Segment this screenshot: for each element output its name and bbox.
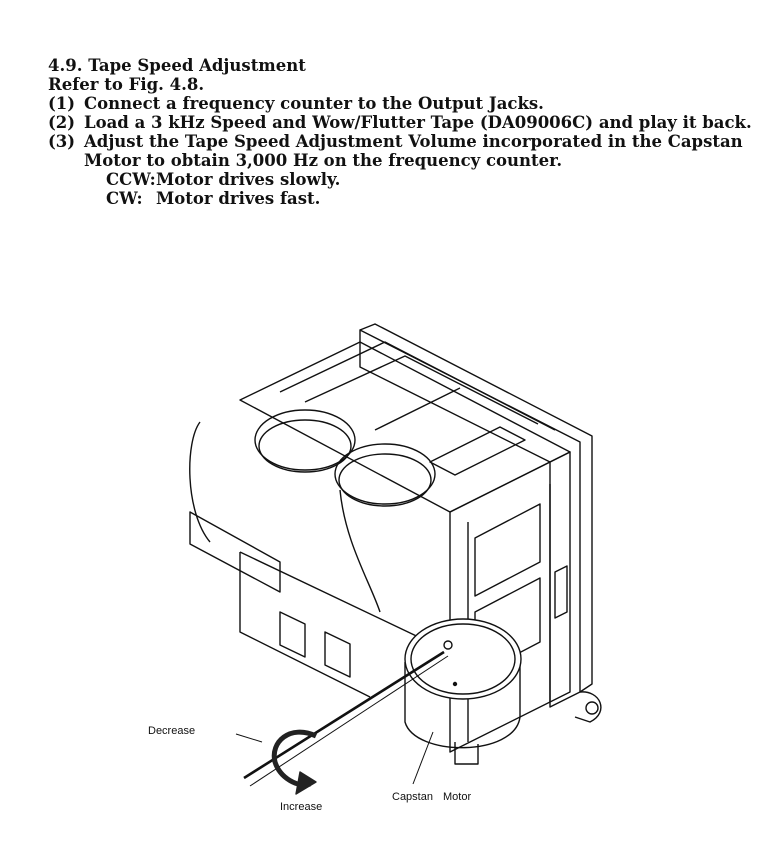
panel-window [474,503,541,597]
mechanism-figure: Decrease Increase Capstan Motor [130,312,660,822]
direction-cw: CW: Motor drives fast. [106,189,768,208]
lower-plate [189,511,281,593]
chassis-top [239,341,571,513]
tape-reel-rim [258,419,352,473]
increase-label: Increase [280,801,322,813]
direction-key: CW: [106,189,143,208]
leader-capstan [412,731,434,785]
capstan-motor-rim [410,623,516,695]
base-cutout [279,611,306,658]
frame-back-plate [359,329,581,708]
capstan-label: Capstan [392,791,433,803]
chassis-bracket [429,426,526,476]
base-cutout [324,631,351,678]
direction-key: CCW: [106,170,156,189]
step-text: Connect a frequency counter to the Outpu… [84,94,544,113]
step-item: (1) Connect a frequency counter to the O… [48,94,768,113]
direction-text: Motor drives fast. [156,189,321,208]
base-edge [239,552,371,698]
step-number: (3) [48,132,76,151]
direction-text: Motor drives slowly. [156,170,341,189]
step-item: (3) Adjust the Tape Speed Adjustment Vol… [48,132,768,170]
screw-fixture [574,691,602,723]
tape-reel [334,443,436,505]
figure-reference: Refer to Fig. 4.8. [48,75,205,94]
step-item: (2) Load a 3 kHz Speed and Wow/Flutter T… [48,113,768,132]
chassis-slot [374,387,461,431]
panel-tab [554,565,568,619]
rotation-arrow-head [295,771,317,795]
screwdriver-shaft-edge [249,655,449,787]
screwdriver-shaft [243,650,445,780]
frame-back-edge [359,323,593,693]
step-number: (1) [48,94,76,113]
decrease-label: Decrease [148,725,195,737]
motor-tab [454,742,479,765]
flywheel-belt [339,489,381,613]
step-number: (2) [48,113,76,132]
capstan-motor-body [404,657,521,749]
mechanism-drawing: Decrease Increase Capstan Motor [148,323,602,813]
capstan-motor-face [404,618,522,700]
adjustment-hole [443,640,453,650]
section-heading: 4.9. Tape Speed Adjustment [48,56,306,75]
side-bracket [189,421,211,543]
step-text: Load a 3 kHz Speed and Wow/Flutter Tape … [84,113,752,132]
motor-pin [452,681,458,687]
base-edge [239,551,451,653]
step-text: Adjust the Tape Speed Adjustment Volume … [84,132,743,170]
rotation-arrow-arc [271,729,318,788]
document-text: 4.9. Tape Speed Adjustment Refer to Fig.… [48,56,768,208]
leader-decrease [235,733,263,743]
screw-head [585,701,599,715]
chassis-rail [304,355,539,425]
motor-label: Motor [443,791,471,803]
tape-reel [254,409,356,471]
direction-ccw: CCW: Motor drives slowly. [106,170,768,189]
tape-reel-rim [338,453,432,507]
chassis-rail [279,341,556,431]
step-list: (1) Connect a frequency counter to the O… [48,94,768,170]
